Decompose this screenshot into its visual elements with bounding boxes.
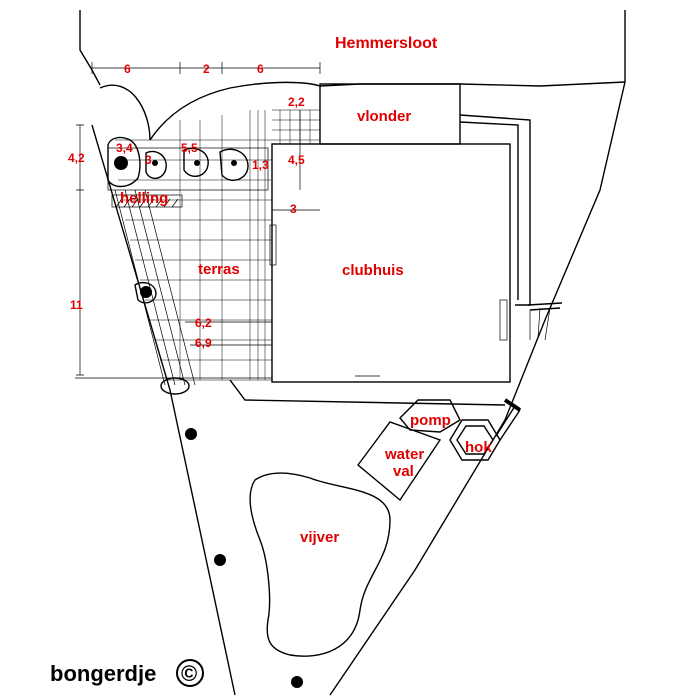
dim-top-left: 6 [124, 62, 131, 76]
dim-plant-b: 3 [145, 153, 152, 167]
side-path-outer [459, 114, 531, 306]
west-boundary [91, 124, 236, 696]
east-boundary [329, 81, 626, 696]
pump-outline [399, 399, 461, 433]
terrace-grid [115, 109, 320, 381]
dim-left-lower: 11 [70, 298, 83, 312]
tree-lower-b [214, 554, 226, 566]
clubhouse-door [499, 299, 508, 341]
dim-plant-c: 5,5 [181, 141, 198, 155]
dim-top-right: 6 [257, 62, 264, 76]
dim-terrace-1: 6,2 [195, 316, 212, 330]
copyright-circle [176, 659, 204, 687]
dim-left-upper: 4,2 [68, 151, 85, 165]
dim-near-deck: 2,2 [288, 95, 305, 109]
signature-copyright: © [181, 661, 197, 686]
tree-c [194, 160, 200, 166]
waterfall-label-2: val [393, 463, 414, 480]
plant-outline-c [183, 147, 209, 177]
lower-path [229, 379, 506, 406]
dim-terrace-2: 6,9 [195, 336, 212, 350]
dim-right-width: 3 [290, 202, 297, 216]
tree-e [140, 286, 152, 298]
pond-outline [249, 472, 391, 657]
side-path-inner [459, 121, 519, 300]
shed-label: hok [465, 439, 492, 456]
terrace-width-dims [185, 321, 272, 346]
dim-plant-a: 3,4 [116, 141, 133, 155]
tree-lower-a [185, 428, 197, 440]
pond-label: vijver [300, 529, 339, 546]
pump-label: pomp [410, 412, 451, 429]
plant-outline-e [134, 281, 157, 304]
waterfall-label-1: water [384, 446, 424, 463]
left-dim-ticks [76, 124, 84, 376]
left-shrub-outline [99, 84, 151, 141]
shed-inner [456, 425, 494, 455]
plant-outline-d [219, 148, 249, 181]
east-step-lines [529, 307, 551, 341]
shed-gate [503, 398, 522, 412]
tree-b [152, 160, 158, 166]
ramp-box [111, 194, 183, 208]
plant-outline-a [107, 136, 141, 188]
signature-text: bongerdje [50, 661, 156, 686]
waterfall-outline [357, 421, 442, 502]
ramp-lines [114, 189, 196, 386]
tree-d [231, 160, 237, 166]
east-steps [527, 302, 563, 311]
shed-path [495, 405, 521, 441]
deck-label: vlonder [357, 108, 411, 125]
tree-a [114, 156, 128, 170]
top-dimension-ticks [91, 62, 321, 74]
plant-outline-b [145, 150, 167, 179]
ramp-hatch [115, 198, 179, 208]
dim-right-height: 4,5 [288, 153, 305, 167]
clubhouse-label: clubhuis [342, 262, 404, 279]
terrace-label: terras [198, 261, 240, 278]
dim-small-step: 1,3 [252, 158, 269, 172]
clubhouse-outline [271, 143, 511, 383]
dim-top-middle: 2 [203, 62, 210, 76]
ramp-label: helling [120, 190, 168, 207]
canal-left-edge [79, 10, 101, 86]
tree-lower-c [291, 676, 303, 688]
clubhouse-window [269, 224, 277, 266]
canal-label: Hemmersloot [335, 35, 438, 52]
stepping-stone [160, 377, 190, 395]
